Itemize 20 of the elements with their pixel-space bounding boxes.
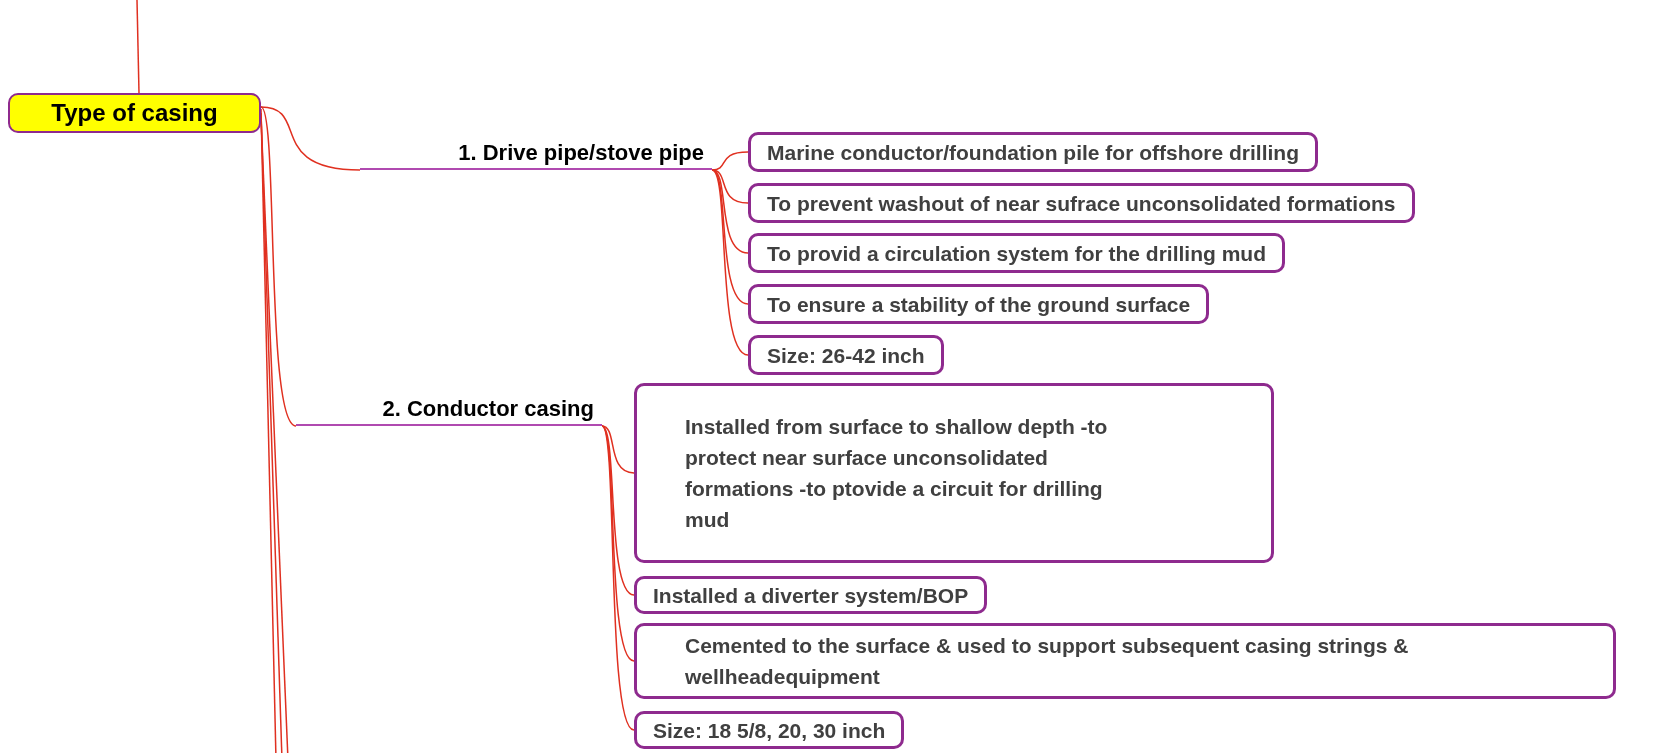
connector-line bbox=[260, 106, 297, 427]
connector-line bbox=[136, 0, 140, 94]
item-box: To prevent washout of near sufrace unconsolidated formations bbox=[748, 183, 1415, 223]
connector-line bbox=[260, 106, 361, 171]
connector-line bbox=[601, 425, 635, 474]
item-box: Marine conductor/foundation pile for offshore drilling bbox=[748, 132, 1318, 172]
item-box: Size: 18 5/8, 20, 30 inch bbox=[634, 711, 905, 749]
item-box: Size: 26-42 inch bbox=[748, 335, 944, 375]
item-box: To ensure a stability of the ground surface bbox=[748, 284, 1210, 324]
topic-label: 1. Drive pipe/stove pipe bbox=[360, 136, 712, 170]
item-box: Cemented to the surface & used to support subsequent casing strings & wellheadequipment bbox=[634, 623, 1616, 699]
root-topic-box: Type of casing bbox=[8, 93, 261, 133]
item-box: Installed a diverter system/BOP bbox=[634, 576, 988, 614]
item-box: To provid a circulation system for the drilling mud bbox=[748, 233, 1285, 273]
connector-line bbox=[711, 169, 749, 356]
item-box: Installed from surface to shallow depth -to protect near surface unconsolidated formations -to ptovide a circuit for drilling mud bbox=[634, 383, 1274, 563]
connector-line bbox=[601, 425, 635, 731]
connector-line bbox=[601, 425, 635, 662]
topic-label: 2. Conductor casing bbox=[296, 392, 602, 426]
connector-line bbox=[711, 169, 749, 204]
